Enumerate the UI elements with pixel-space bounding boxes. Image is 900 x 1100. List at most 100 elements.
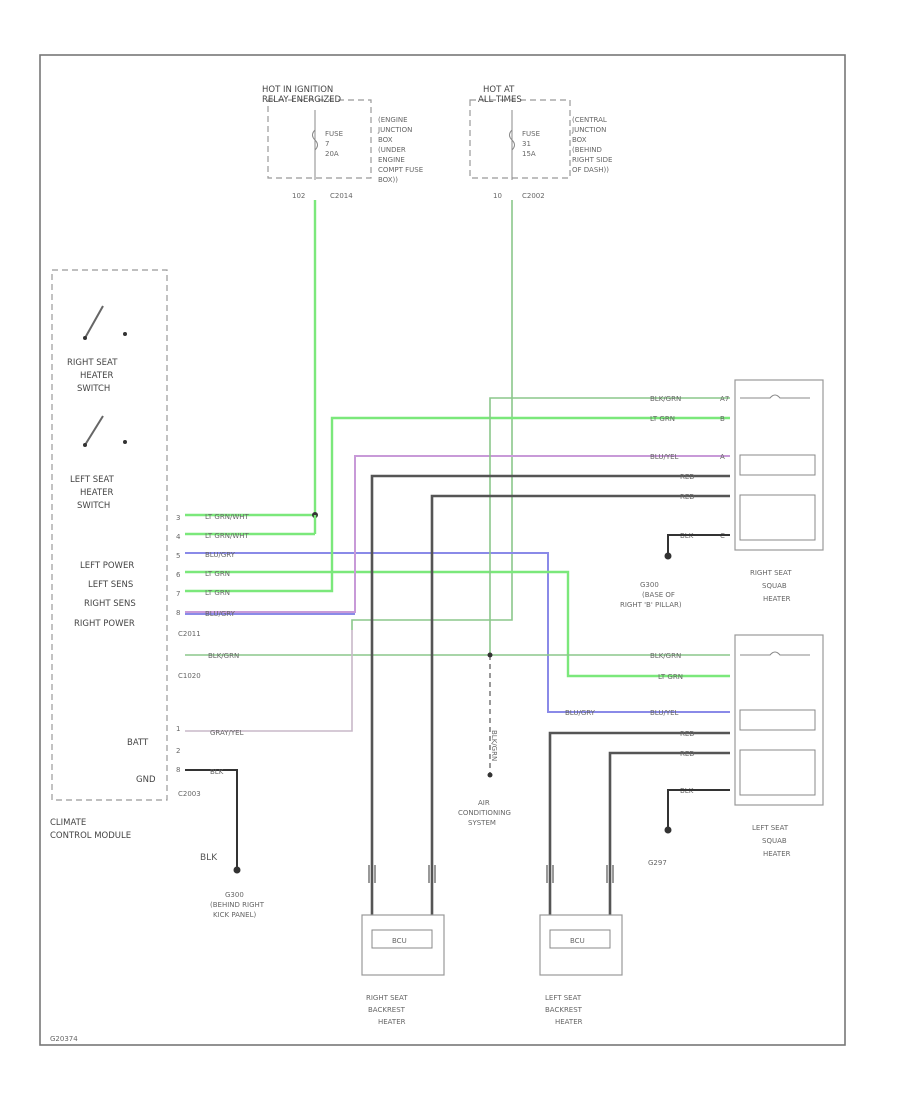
rc-pin-2: B xyxy=(720,415,725,423)
fuse-right-loc-4: (BEHIND xyxy=(572,146,602,154)
wire-blk-left-cushion xyxy=(667,789,730,830)
ground-pillar-3: RIGHT 'B' PILLAR) xyxy=(620,601,682,609)
pin-num-6: 6 xyxy=(176,571,181,579)
rc-pin-3: A xyxy=(720,453,725,461)
diagram-frame xyxy=(39,54,846,1046)
left-seat-squab-heater: LEFT SEAT SQUAB HEATER xyxy=(734,634,824,858)
left-cushion-1: LEFT SEAT xyxy=(752,824,789,832)
right-cushion-1: RIGHT SEAT xyxy=(750,569,792,577)
left-back-1: LEFT SEAT xyxy=(545,994,582,1002)
wire-ltgrn-right-sens xyxy=(185,416,730,593)
fuse-right-loc-3: BOX xyxy=(572,136,587,144)
pin-left-sens: LEFT SENS xyxy=(88,580,133,590)
ground-g300-pillar xyxy=(664,552,672,560)
svg-text:HOT AT: HOT AT xyxy=(483,85,515,95)
wire-red-left-back-1 xyxy=(548,731,730,915)
fuse-left-line2: 7 xyxy=(325,140,329,148)
pin-right-power: RIGHT POWER xyxy=(74,619,135,629)
wire-code-5: LT GRN xyxy=(205,589,230,597)
rc-wire-3: BLU/YEL xyxy=(650,453,679,461)
wire-blk-gnd xyxy=(185,769,238,870)
connector-marks xyxy=(368,865,614,883)
wire-ltgrn-left-sens xyxy=(185,570,730,678)
wire-code-2: LT GRN/WHT xyxy=(205,532,250,540)
fuse-left-loc-2: JUNCTION xyxy=(377,126,412,134)
right-seat-squab-heater: RIGHT SEAT SQUAB HEATER xyxy=(734,379,824,603)
bat-wire-connector: C1020 xyxy=(178,672,201,680)
climate-control-module: RIGHT SEAT HEATER SWITCH LEFT SEAT HEATE… xyxy=(50,269,168,841)
hot-ignition-line1: HOT IN IGNITION xyxy=(262,85,333,95)
switch-left-2: HEATER xyxy=(80,488,113,498)
left-seat-backrest-heater: BCU LEFT SEAT BACKREST HEATER xyxy=(539,914,623,1026)
switch-right-1: RIGHT SEAT xyxy=(67,358,118,368)
switch-left-1: LEFT SEAT xyxy=(70,475,115,485)
ground-right-1: G300 xyxy=(225,891,244,899)
wire-blk-right-cushion xyxy=(667,534,730,556)
fuse-left-line1: FUSE xyxy=(325,130,343,138)
rc-wire-1: BLK/GRN xyxy=(650,395,681,403)
pin-left-power: LEFT POWER xyxy=(80,561,134,571)
c-module-top: C2011 xyxy=(178,630,201,638)
c-right-connector: C2002 xyxy=(522,192,545,200)
wire-red-right-back-1 xyxy=(370,474,730,915)
gnd-label: GND xyxy=(136,775,156,785)
wire-red-left-back-2 xyxy=(608,751,730,915)
ground-right-2: (BEHIND RIGHT xyxy=(210,901,265,909)
switch-left-3: SWITCH xyxy=(77,501,110,511)
left-back-3: HEATER xyxy=(555,1018,583,1026)
ground-pillar-2: (BASE OF xyxy=(642,591,675,599)
ground-pillar-1: G300 xyxy=(640,581,659,589)
left-back-2: BACKREST xyxy=(545,1006,583,1014)
wire-fuse-left xyxy=(185,200,317,517)
wire-red-right-back-2 xyxy=(430,494,730,915)
fuse-left-loc-1: (ENGINE xyxy=(378,116,408,124)
figure-id: G20374 xyxy=(50,1035,78,1043)
right-back-element: BCU xyxy=(392,937,407,945)
pin-right-sens: RIGHT SENS xyxy=(84,599,136,609)
lc-wire-4: RED xyxy=(680,730,695,738)
hot-all-line1: HOT AT xyxy=(483,85,515,95)
fuse-left-loc-4: (UNDER xyxy=(378,146,406,154)
right-seat-backrest-heater: BCU RIGHT SEAT BACKREST HEATER xyxy=(361,914,445,1026)
right-cushion-2: SQUAB xyxy=(762,582,787,590)
bat-wire-code: BLK/GRN xyxy=(208,652,239,660)
pin-num-4: 4 xyxy=(176,533,181,541)
switch-right-3: SWITCH xyxy=(77,384,110,394)
rc-wire-2: LT GRN xyxy=(650,415,675,423)
fuse-left-loc-7: BOX)) xyxy=(378,176,398,184)
fuse-right-loc-5: RIGHT SIDE xyxy=(572,156,612,164)
rc-wire-4: RED xyxy=(680,473,695,481)
lc-blu-wire: BLU/GRY xyxy=(565,709,596,717)
right-back-2: BACKREST xyxy=(368,1006,406,1014)
wire-code-3: BLU/GRY xyxy=(205,551,236,559)
module-name-1: CLIMATE xyxy=(50,818,86,828)
fuse-left-line3: 20A xyxy=(325,150,339,158)
wire-blugry-left-power xyxy=(185,552,730,713)
fuse-symbol-right xyxy=(509,129,515,151)
ac-system-1: AIR xyxy=(478,799,490,807)
left-cushion-3: HEATER xyxy=(763,850,791,858)
ac-system-3: SYSTEM xyxy=(468,819,496,827)
batt-label: BATT xyxy=(127,738,149,748)
svg-text:HOT IN IGNITION: HOT IN IGNITION xyxy=(262,85,333,95)
ground-g300-kick xyxy=(233,866,241,874)
left-switch-symbol xyxy=(84,415,104,446)
ground-left: G297 xyxy=(648,859,667,867)
wire-code-1: LT GRN/WHT xyxy=(205,513,250,521)
svg-text:1: 1 xyxy=(176,725,180,733)
svg-text:RELAY ENERGIZED: RELAY ENERGIZED xyxy=(262,95,342,105)
right-back-1: RIGHT SEAT xyxy=(366,994,408,1002)
c-left-connector: C2014 xyxy=(330,192,353,200)
switch-right-2: HEATER xyxy=(80,371,113,381)
c-module-bottom: C2003 xyxy=(178,790,201,798)
right-back-3: HEATER xyxy=(378,1018,406,1026)
left-back-element: BCU xyxy=(570,937,585,945)
fuse-right-line2: 31 xyxy=(522,140,531,148)
lc-wire-2: LT GRN xyxy=(658,673,683,681)
fuse-symbol-left xyxy=(312,129,318,151)
pin-num-3: 3 xyxy=(176,514,180,522)
fuse-right-loc-2: JUNCTION xyxy=(571,126,606,134)
wire-blkgrn-right xyxy=(489,397,730,655)
left-cushion-2: SQUAB xyxy=(762,837,787,845)
rc-wire-5: RED xyxy=(680,493,695,501)
